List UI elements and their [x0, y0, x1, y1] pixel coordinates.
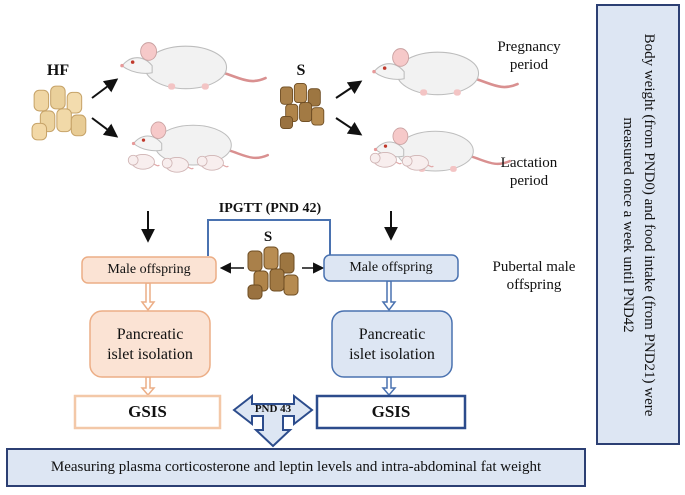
measurement-note-box: Body weight (from PND0) and food intake …	[596, 4, 680, 445]
male-offspring-box-right	[323, 254, 459, 282]
arrow	[335, 80, 363, 99]
gsis-box-left	[73, 394, 222, 430]
pup-icon	[127, 153, 160, 170]
pnd43-label: PND 43	[254, 403, 292, 415]
lactation-period-label: Lactation period	[500, 155, 558, 189]
high-fat-pellets-icon	[31, 85, 87, 141]
islet-isolation-left-text: Pancreatic islet isolation	[107, 326, 193, 363]
pregnancy-period-label: Pregnancy period	[497, 39, 561, 73]
gsis-box-right	[315, 394, 467, 430]
ipgtt-label: IPGTT (PND 42)	[218, 201, 322, 216]
islet-box-right	[331, 310, 453, 378]
orange-flow-arrow	[140, 282, 156, 397]
male-offspring-left-text: Male offspring	[107, 262, 191, 277]
arrow	[91, 78, 119, 99]
arrow	[335, 117, 363, 136]
islet-isolation-right-text: Pancreatic islet isolation	[349, 326, 435, 363]
final-measurements-box: Measuring plasma corticosterone and lept…	[6, 448, 586, 487]
pnd43-arrow	[232, 393, 314, 448]
standard-pellets-icon	[280, 83, 325, 129]
s-label: S	[296, 62, 306, 79]
ipgtt-bracket	[207, 219, 331, 256]
male-offspring-box-left	[81, 256, 217, 284]
hf-label: HF	[46, 62, 70, 79]
rat-icon	[118, 41, 267, 91]
arrow	[91, 117, 119, 138]
standard-pellets-icon	[247, 246, 299, 300]
measurement-note-text: Body weight (from PND0) and food intake …	[620, 33, 657, 416]
gsis-right-text: GSIS	[371, 402, 411, 421]
s-label-middle: S	[263, 229, 273, 245]
islet-box-left	[89, 310, 211, 378]
pubertal-male-offspring-label: Pubertal male offspring	[492, 259, 576, 293]
blue-flow-arrow	[381, 280, 397, 397]
gsis-left-text: GSIS	[128, 402, 167, 421]
male-offspring-right-text: Male offspring	[349, 260, 433, 275]
